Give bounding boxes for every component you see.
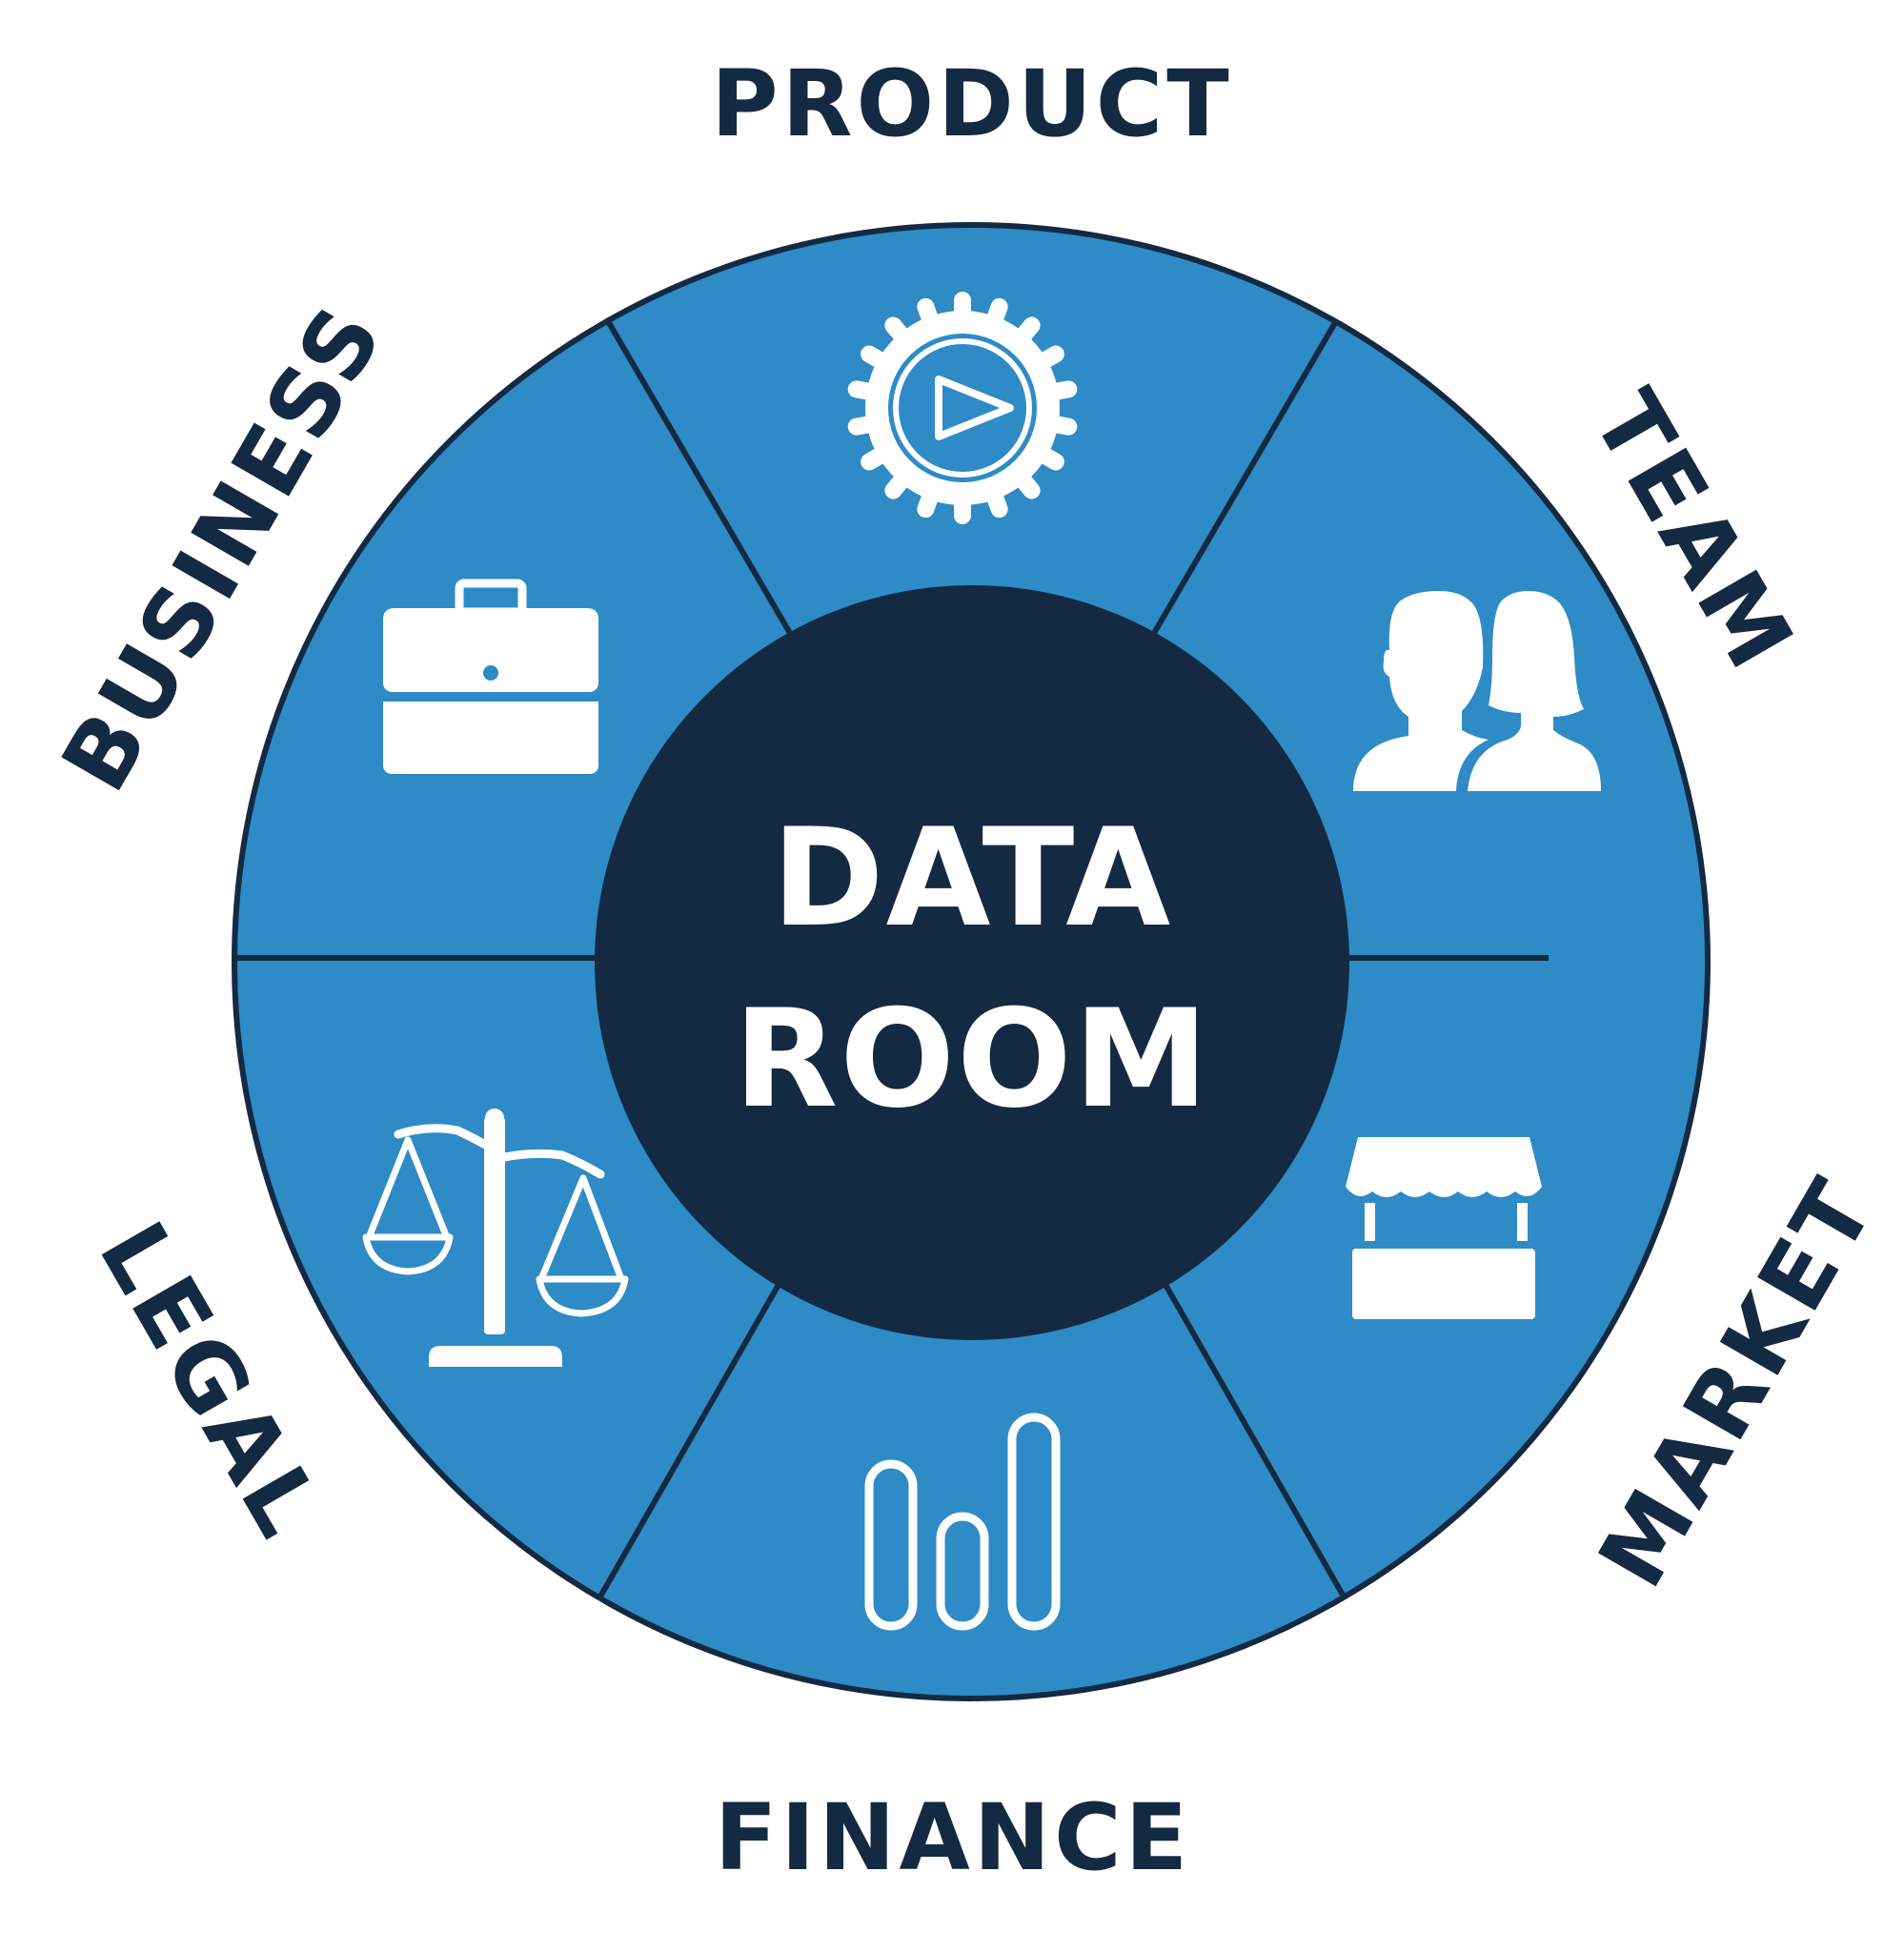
briefcase-icon: [383, 579, 598, 774]
center-hub: [595, 585, 1349, 1340]
center-title-line2: ROOM: [734, 981, 1210, 1138]
scales-icon: [362, 1109, 629, 1367]
segment-dividers: [234, 319, 1549, 1598]
divider-product-team: [1150, 319, 1339, 637]
finance-bar-1: [864, 1459, 918, 1631]
finance-bar-2: [936, 1512, 989, 1631]
divider-product-business: [605, 319, 794, 637]
label-finance: FINANCE: [715, 1784, 1191, 1891]
divider-finance-legal: [598, 1281, 782, 1598]
gear-play-icon: [847, 292, 1078, 524]
people-icon: [1353, 591, 1601, 791]
market-stall-icon: [1346, 1137, 1542, 1319]
finance-bar-3: [1007, 1413, 1061, 1631]
bar-chart-icon: [864, 1413, 1061, 1631]
center-title-line1: DATA: [772, 800, 1172, 957]
divider-market-finance: [1162, 1281, 1347, 1598]
label-product: PRODUCT: [711, 51, 1232, 157]
